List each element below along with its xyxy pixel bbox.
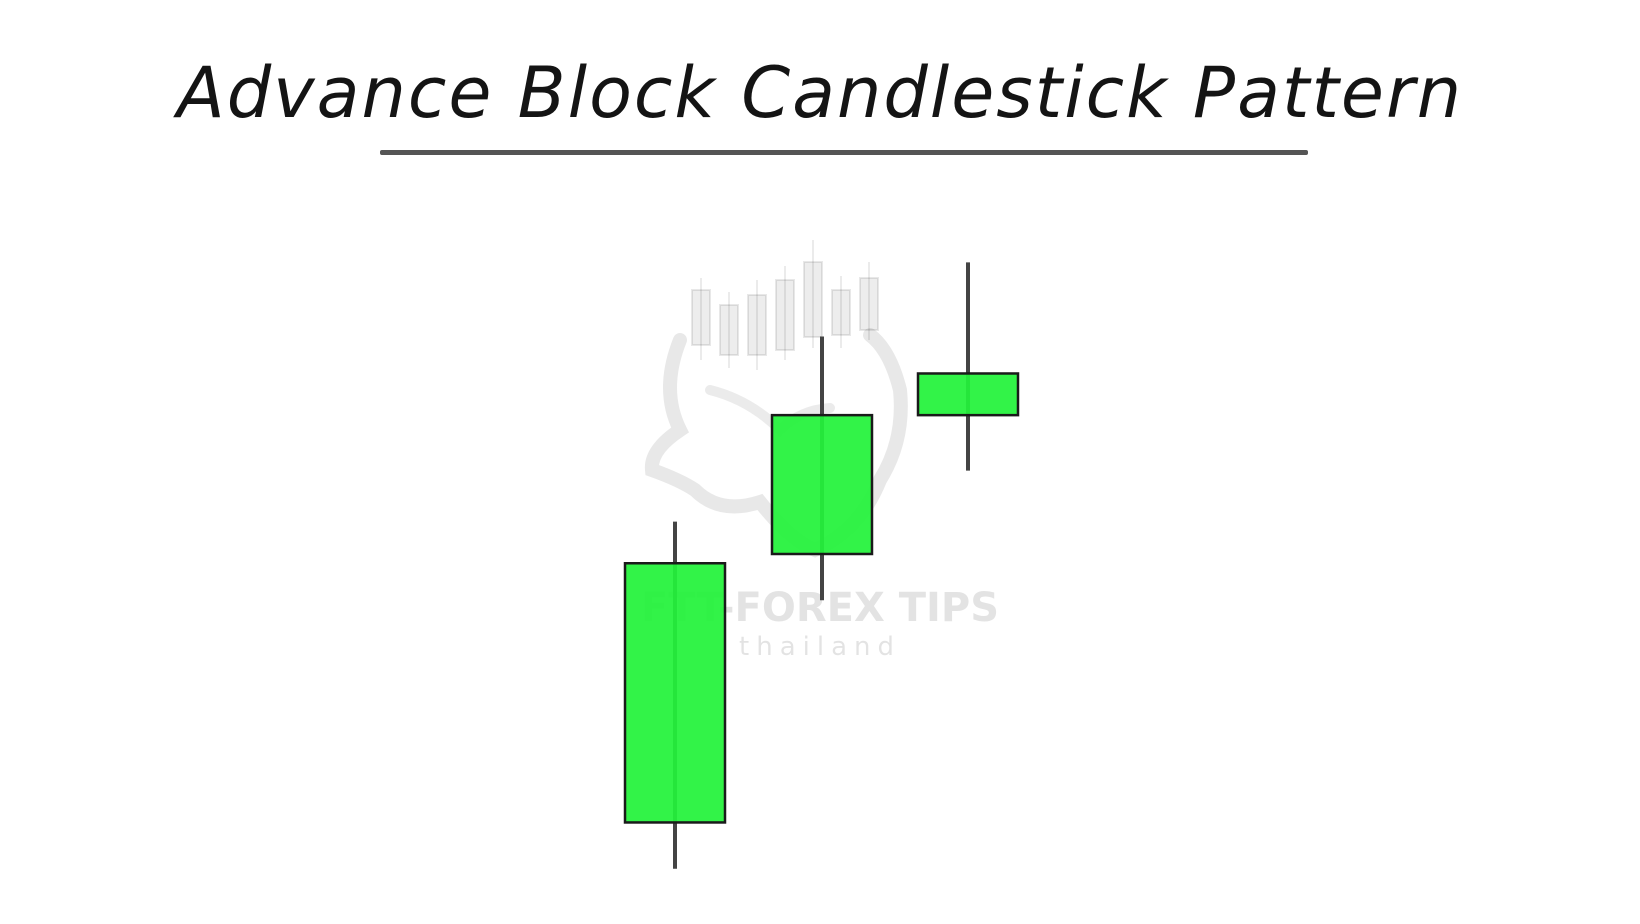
- candle-3-body: [916, 372, 1020, 417]
- candle-2-body: [770, 413, 874, 556]
- title-underline: [380, 150, 1308, 155]
- page-title: Advance Block Candlestick Pattern: [176, 52, 1464, 134]
- candle-1-body: [623, 562, 727, 824]
